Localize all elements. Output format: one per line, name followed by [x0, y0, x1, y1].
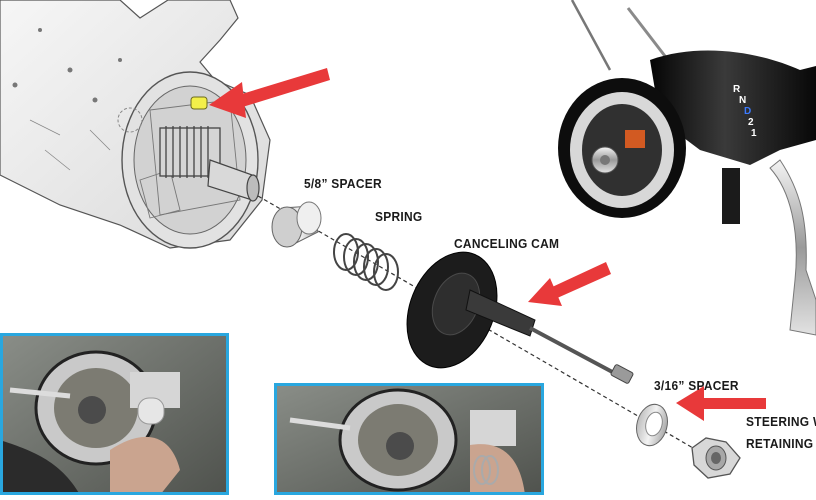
- spring-label: SPRING: [375, 209, 423, 224]
- gear-indicator-letter: R: [733, 84, 741, 95]
- steering-nut-label-line2: RETAINING N: [746, 436, 816, 451]
- spacer-5-8-label: 5/8” SPACER: [304, 176, 382, 191]
- column-housing-drawing: [0, 0, 271, 249]
- spring-part: [333, 233, 399, 291]
- gear-indicator-letter: D: [744, 106, 751, 117]
- inset-photo-removing-cam: [0, 333, 229, 495]
- canceling-cam-label: CANCELING CAM: [454, 236, 560, 251]
- canceling-cam-part: [406, 251, 634, 384]
- inset-photo-installing-spring: [274, 383, 544, 495]
- steering-nut-label-line1: STEERING WH: [746, 414, 816, 429]
- arrow-icon: [209, 68, 330, 118]
- arrow-icon: [528, 262, 611, 306]
- arrow-icon: [676, 386, 766, 421]
- black-column-photo: R N D 2 1: [558, 0, 816, 336]
- spacer-5-8-part: [271, 201, 322, 248]
- gear-indicator-letter: N: [739, 95, 746, 106]
- gear-indicator-letter: 1: [751, 128, 757, 139]
- spacer-3-16-part: [636, 403, 668, 447]
- gear-indicator-letter: 2: [748, 117, 754, 128]
- spacer-3-16-label: 3/16” SPACER: [654, 378, 739, 393]
- retaining-nut-part: [691, 437, 741, 479]
